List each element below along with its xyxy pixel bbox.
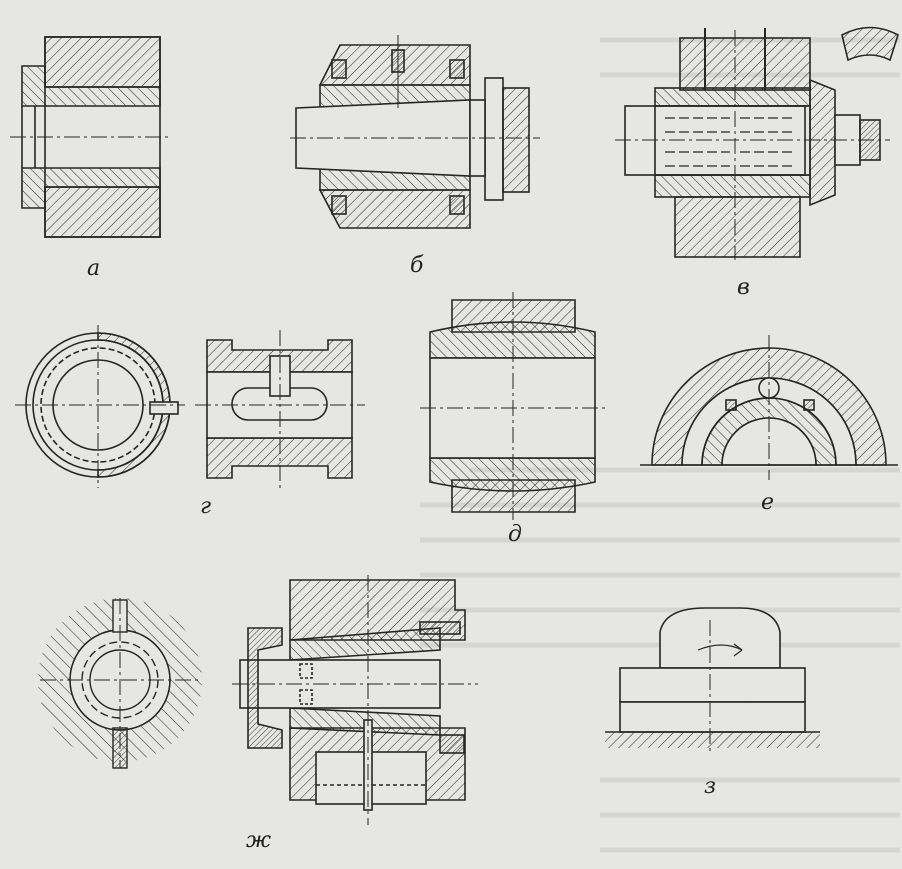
label-v: в bbox=[737, 275, 750, 300]
drawing-g-slotted-bushing bbox=[195, 330, 365, 488]
label-z: з bbox=[704, 774, 716, 799]
drawing-d-spherical-bearing bbox=[420, 292, 605, 520]
label-g: г bbox=[200, 494, 212, 519]
drawing-zh-oil-bearing bbox=[232, 575, 478, 825]
label-d: д bbox=[508, 522, 522, 547]
drawing-e-roller-section bbox=[640, 335, 898, 480]
drawing-v-split-bearing bbox=[615, 26, 899, 260]
label-a: а bbox=[87, 256, 101, 281]
drawing-a-plain-bushing bbox=[10, 36, 172, 238]
drawing-z-thrust-bearing bbox=[605, 607, 820, 752]
drawing-zh-housing-section bbox=[38, 598, 202, 769]
drawing-g-ring-section bbox=[15, 325, 185, 488]
drawing-b-tapered-bushing bbox=[290, 35, 540, 229]
label-b: б bbox=[410, 253, 424, 278]
label-e: е bbox=[761, 490, 775, 515]
label-zh: ж bbox=[246, 828, 272, 853]
